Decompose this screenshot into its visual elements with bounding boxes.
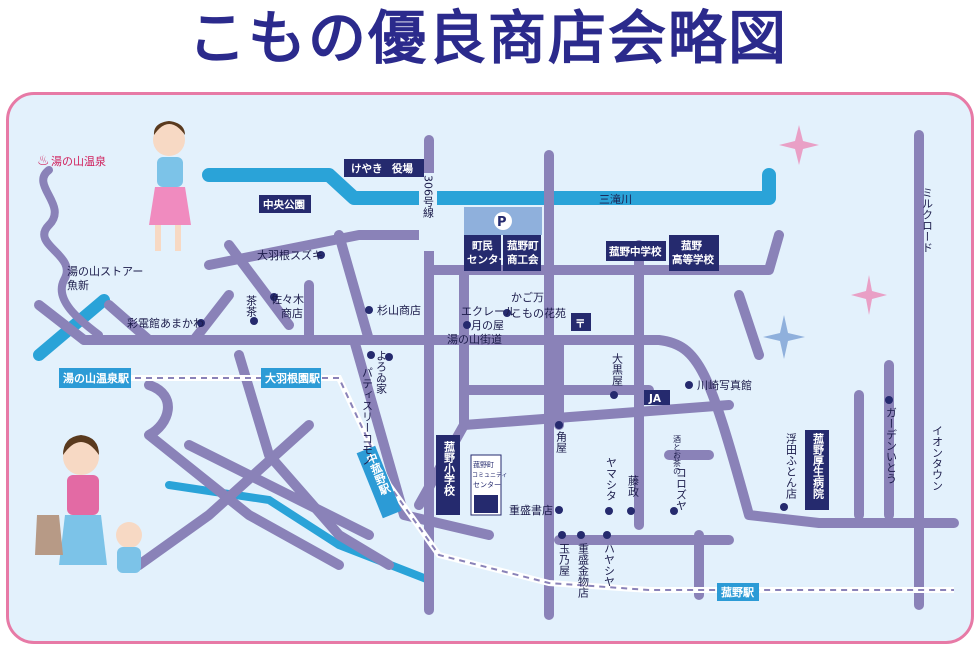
shokokai: 菰野町 [507,239,539,252]
yunoyama-store: 湯の山ストアー [67,265,143,278]
chugakko: 菰野中学校 [609,245,662,258]
kagoman: かご万 [511,290,544,304]
svg-text:コミュニティ: コミュニティ [472,472,508,479]
shogakko: 菰野小学校 [443,440,457,497]
kadoya: 角屋 [555,431,568,454]
svg-text:センター: センター [473,480,501,489]
onsen-label: 湯の山温泉 [51,154,106,168]
post-icon: 〒 [575,318,586,330]
suzuki: 大羽根スズキ [257,248,323,262]
garden: ガーデンいとう [885,407,898,484]
shigemori-kanamono: 重盛金物店 [577,542,590,598]
page-title: こもの優良商店会略図 [187,4,788,72]
patisserie: パティスリーコモノ [361,367,374,466]
parking-icon: P [497,215,507,230]
hayashiya: ハヤシヤ [603,543,616,587]
tamanoya: 玉乃屋 [558,543,571,577]
kawasaki: 川崎写真館 [697,378,752,392]
station-komono: 菰野駅 [721,585,754,599]
svg-text:商店: 商店 [281,306,303,320]
sasaki: 佐々木 [271,292,304,306]
ja-label: JA [648,393,662,405]
station-oobane: 大羽根園駅 [265,371,320,385]
road [39,166,103,339]
river-label: 三滝川 [599,193,632,206]
route306-label: 306号線 [422,175,435,218]
map-canvas: 306号線 湯の山街道 ミルクロード 三滝川 けやき 役場 中央公園 P 町民 … [33,121,959,620]
tsukinoya: 月の屋 [471,319,504,332]
korozuya-pre: 酒とお茶の [673,435,682,475]
map-frame: 306号線 湯の山街道 ミルクロード 三滝川 けやき 役場 中央公園 P 町民 … [6,92,974,644]
chomin-center: 町民 [472,240,493,252]
svg-text:商工会: 商工会 [507,253,539,266]
chacha: 茶茶 [245,295,258,317]
koto-gakko: 菰野 [681,239,702,252]
svg-text:高等学校: 高等学校 [672,253,714,266]
kosei-byoin: 菰野厚生病院 [812,432,825,500]
chuo-koen: 中央公園 [263,198,305,211]
river [202,168,776,205]
yamashita: ヤマシタ [605,457,618,501]
oguroya: 大黒屋 [611,352,624,387]
mother-child-figure-icon [35,435,142,573]
woman-figure-icon [149,121,191,251]
fujimasa: 藤政 [627,475,640,498]
milk-road-label: ミルクロード [921,187,934,253]
sparkle-icon [763,125,887,359]
korozuya: コロズヤ [675,467,688,511]
onsen-icon: ♨ [37,153,50,169]
kaido-label: 湯の山街道 [447,332,502,346]
ukita: 浮田ふとん店 [785,433,798,499]
shigemori-shoten: 重盛書店 [509,503,553,517]
station-yunoyama: 湯の山温泉駅 [63,371,129,385]
uoshin: 魚新 [67,278,89,292]
saidenkan: 彩電館あまかわ [127,316,204,330]
community-center: 菰野町 [473,460,494,469]
sugiyama: 杉山商店 [377,303,421,317]
yoroduya: よろゐ家 [375,350,388,394]
road-network [34,130,959,620]
yakuba: 役場 [391,162,413,175]
ekureru: エクレール [461,305,516,318]
komono-kaen: こもの花苑 [511,307,566,320]
aeon: イオンタウン [931,425,944,491]
svg-text:センター: センター [467,254,509,266]
keyaki: けやき [351,163,383,175]
